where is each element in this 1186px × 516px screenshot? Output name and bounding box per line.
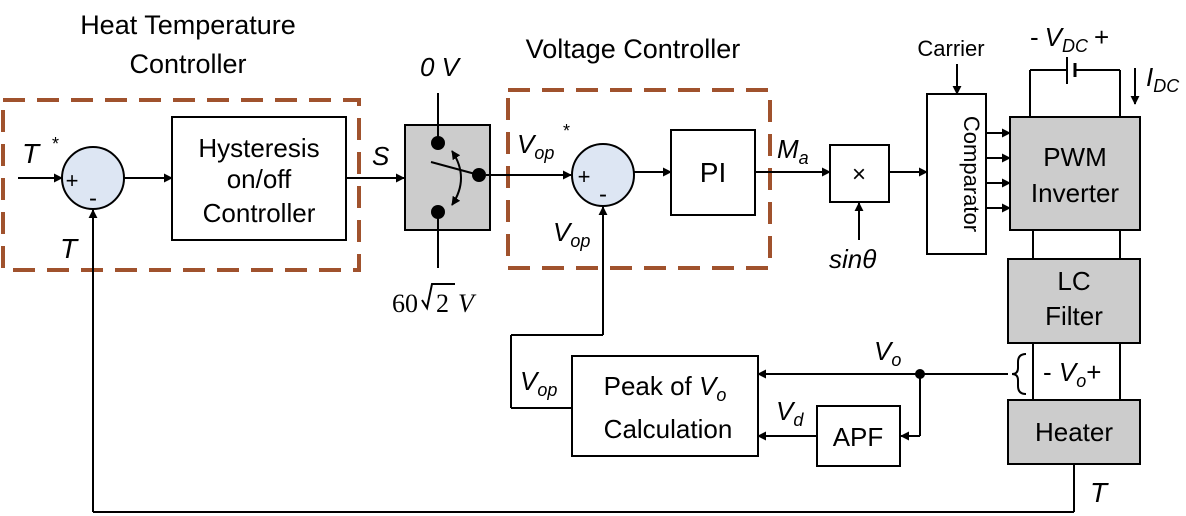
hysteresis-controller-block [171,116,347,241]
lc-line2: Filter [1045,301,1103,331]
carrier-label: Carrier [917,36,984,61]
vo-brace [1011,353,1027,395]
sum2-minus: - [599,181,607,208]
pwm-inverter-block [1009,116,1141,231]
t-ref-label: T [22,138,41,169]
t-ref-star: * [52,134,59,154]
pi-controller-block [670,129,756,216]
sum1-plus: + [66,168,79,193]
peak-calculation-block [571,355,759,457]
vop-ref-label: Vop [517,129,554,163]
switch-toggle-arrow [451,150,462,206]
sixty-root-two-volt-label: 60 2 V [392,283,477,318]
multiplier-block [829,144,890,203]
hysteresis-line1: Hysteresis [198,133,319,163]
comparator-label: Comparator [959,116,984,232]
pwm-line1: PWM [1043,142,1107,172]
hysteresis-line3: Controller [203,198,316,228]
comparator-block [926,93,987,255]
vo-load-label: - Vo+ [1043,357,1101,391]
t-output-label: T [1090,477,1109,508]
sixty-number: 60 [392,289,418,318]
sixty-unit: V [458,289,477,318]
idc-label: IDC [1146,62,1180,96]
sixty-radicand: 2 [436,289,449,318]
heat-controller-title-line2: Controller [129,49,246,79]
pi-label: PI [700,157,726,188]
peak-line1: Peak of Vo [604,371,727,405]
vop-feedback-label: Vop [553,217,590,251]
vop-ref-star: * [563,121,570,141]
vop-peak-label: Vop [520,366,557,400]
heat-controller-border [1,98,361,272]
hysteresis-line2: on/off [227,164,292,194]
sum2-plus: + [578,164,591,189]
ma-label: Ma [777,134,809,168]
peak-line2: Calculation [604,414,733,444]
pwm-line2: Inverter [1031,178,1119,208]
voltage-summing-junction [571,143,635,207]
switch-top-terminal [431,136,445,150]
lc-filter-block [1007,258,1141,344]
apf-label: APF [833,422,884,452]
t-feedback-label: T [60,233,79,264]
heat-controller-title-line1: Heat Temperature [80,10,296,40]
voltage-controller-title: Voltage Controller [526,34,741,64]
heater-label: Heater [1035,417,1113,447]
vd-label: Vd [776,396,804,430]
s-label: S [372,141,390,171]
zero-volt-label: 0 V [420,52,462,82]
vo-label: Vo [874,336,901,370]
vdc-label: -VDC+ [1030,22,1109,56]
switch-bottom-terminal [431,205,445,219]
sin-label: sinθ [829,244,876,274]
voltage-controller-border [506,88,772,270]
radical-sign [421,283,455,311]
sum1-minus: - [89,185,97,212]
multiplier-symbol: × [852,161,866,188]
lc-line1: LC [1057,266,1090,296]
